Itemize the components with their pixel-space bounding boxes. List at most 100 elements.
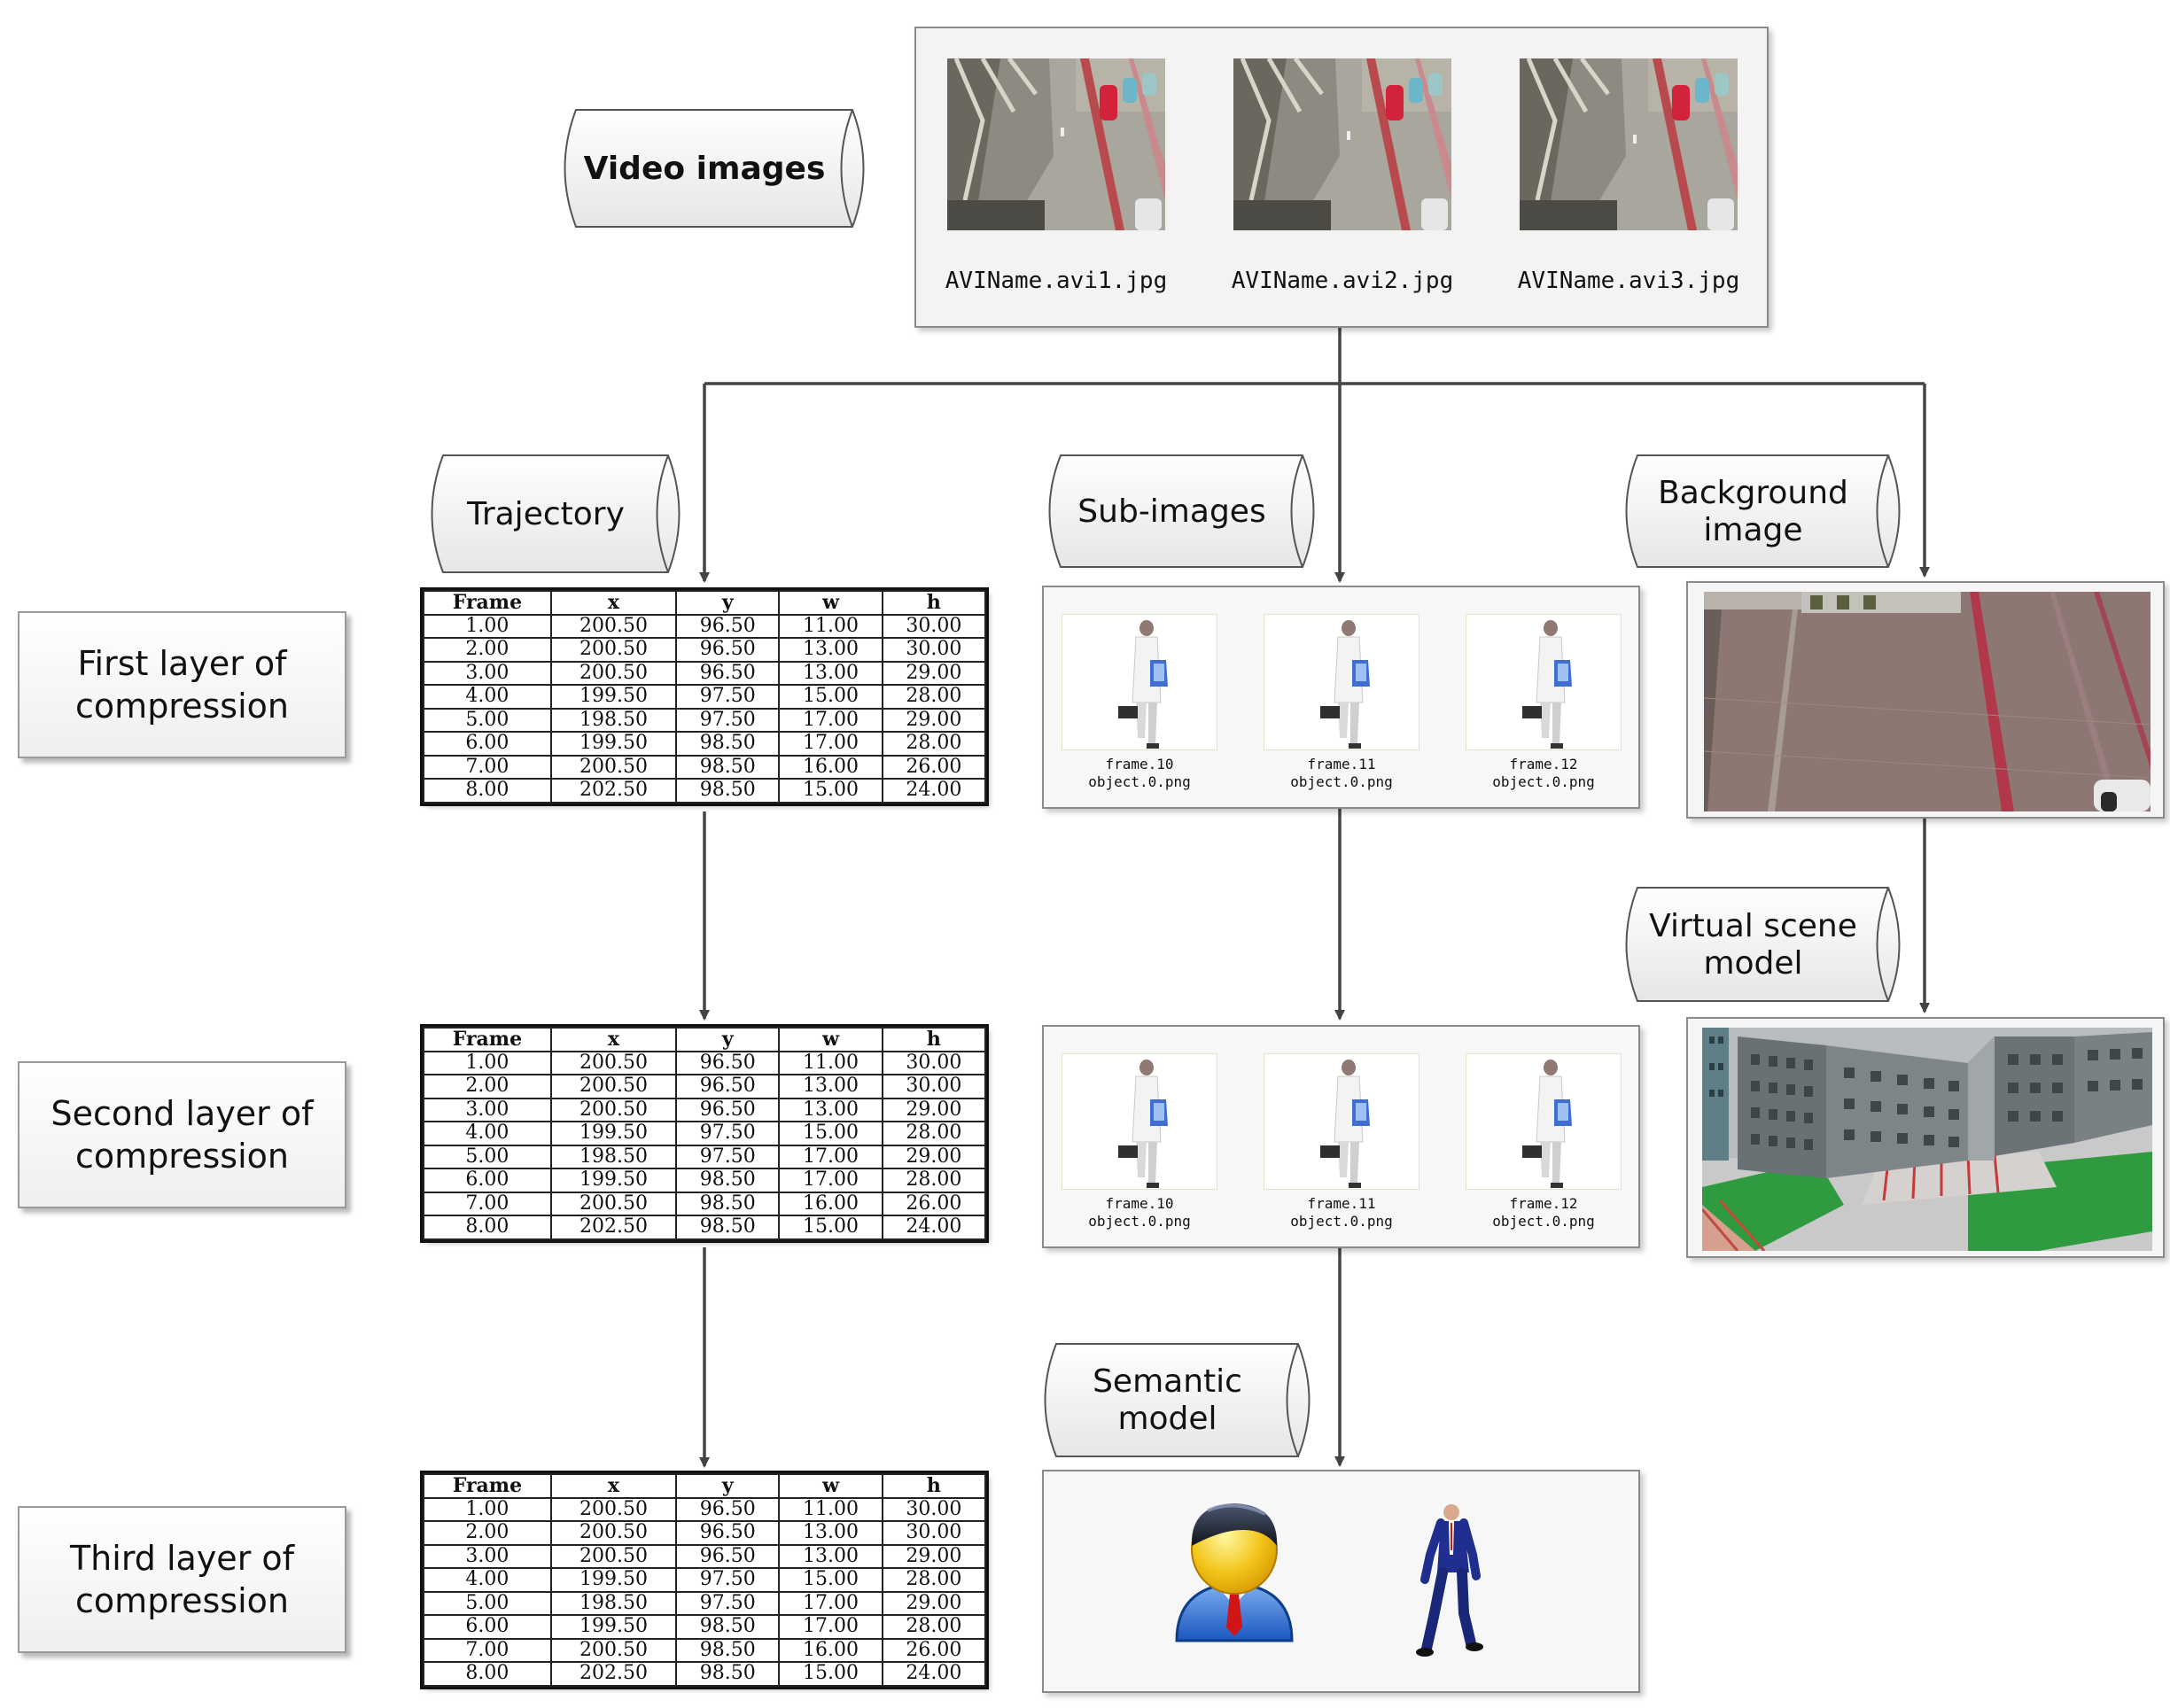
table-cell: 199.50 xyxy=(549,1567,678,1593)
table-cell: 13.00 xyxy=(778,660,883,686)
column-header: x xyxy=(549,1473,678,1499)
table-cell: 200.50 xyxy=(549,1050,678,1075)
table-cell: 15.00 xyxy=(778,1215,883,1240)
table-cell: 198.50 xyxy=(549,707,678,733)
virtual-scene-model-cylinder: Virtual scene model xyxy=(1618,886,1913,1004)
column-header: w xyxy=(778,590,883,616)
third-layer-box: Third layer of compression xyxy=(18,1506,346,1653)
table-cell: 28.00 xyxy=(881,731,987,757)
table-cell: 24.00 xyxy=(881,778,987,804)
trajectory-cylinder: Trajectory xyxy=(424,454,693,575)
sub-image-label: object.0.png xyxy=(1088,773,1191,790)
table-cell: 28.00 xyxy=(881,1614,987,1640)
table-cell: 6.00 xyxy=(423,1614,552,1640)
table-cell: 97.50 xyxy=(675,684,781,710)
table-cell: 24.00 xyxy=(881,1215,987,1240)
table-cell: 17.00 xyxy=(778,731,883,757)
table-cell: 200.50 xyxy=(549,1543,678,1569)
video-frame-3-label: AVIName.avi3.jpg xyxy=(1517,268,1740,294)
table-cell: 29.00 xyxy=(881,1097,987,1122)
table-cell: 2.00 xyxy=(423,1520,552,1546)
table-cell: 17.00 xyxy=(778,1614,883,1640)
table-cell: 7.00 xyxy=(423,1637,552,1663)
table-cell: 200.50 xyxy=(549,660,678,686)
column-header: h xyxy=(881,1027,987,1052)
table-cell: 202.50 xyxy=(549,778,678,804)
column-header: Frame xyxy=(423,590,552,616)
column-header: x xyxy=(549,590,678,616)
table-cell: 96.50 xyxy=(675,660,781,686)
table-cell: 2.00 xyxy=(423,1074,552,1099)
sub-image-label: frame.10 xyxy=(1105,1195,1174,1212)
table-cell: 7.00 xyxy=(423,1191,552,1216)
sub-image-label: frame.12 xyxy=(1509,1195,1578,1212)
table-cell: 199.50 xyxy=(549,684,678,710)
table-cell: 4.00 xyxy=(423,684,552,710)
table-cell: 8.00 xyxy=(423,1215,552,1240)
table-cell: 5.00 xyxy=(423,1590,552,1616)
walking-person-cutout-image xyxy=(1264,614,1419,750)
background-image-cylinder: Background image xyxy=(1618,454,1913,570)
table-cell: 8.00 xyxy=(423,1661,552,1687)
table-cell: 200.50 xyxy=(549,1520,678,1546)
table-cell: 98.50 xyxy=(675,778,781,804)
sub-images-label: Sub-images xyxy=(1077,493,1266,530)
street-camera-frame-image xyxy=(1520,57,1738,230)
user-avatar-icon xyxy=(1175,1503,1294,1642)
table-cell: 98.50 xyxy=(675,1215,781,1240)
column-header: x xyxy=(549,1027,678,1052)
table-cell: 200.50 xyxy=(549,754,678,780)
table-cell: 15.00 xyxy=(778,1121,883,1146)
table-cell: 15.00 xyxy=(778,1661,883,1687)
table-cell: 200.50 xyxy=(549,1191,678,1216)
table-cell: 96.50 xyxy=(675,613,781,639)
sub-image-thumbnail xyxy=(1062,614,1217,754)
table-cell: 202.50 xyxy=(549,1215,678,1240)
sub-image-thumbnail xyxy=(1062,1053,1217,1193)
table-cell: 98.50 xyxy=(675,1637,781,1663)
table-cell: 17.00 xyxy=(778,1144,883,1169)
table-cell: 198.50 xyxy=(549,1144,678,1169)
table-cell: 16.00 xyxy=(778,1191,883,1216)
3d-building-model-image xyxy=(1702,1028,2152,1251)
first-layer-box: First layer of compression xyxy=(18,611,346,758)
table-cell: 26.00 xyxy=(881,1191,987,1216)
table-cell: 96.50 xyxy=(675,637,781,663)
sub-image-thumbnail xyxy=(1264,1053,1419,1193)
table-cell: 13.00 xyxy=(778,1543,883,1569)
table-cell: 96.50 xyxy=(675,1050,781,1075)
table-cell: 199.50 xyxy=(549,731,678,757)
table-cell: 7.00 xyxy=(423,754,552,780)
table-cell: 4.00 xyxy=(423,1567,552,1593)
table-cell: 2.00 xyxy=(423,637,552,663)
walking-person-cutout-image xyxy=(1264,1053,1419,1190)
table-cell: 199.50 xyxy=(549,1614,678,1640)
sub-image-label: object.0.png xyxy=(1290,1213,1393,1230)
table-cell: 30.00 xyxy=(881,1520,987,1546)
table-cell: 13.00 xyxy=(778,1097,883,1122)
background-image-label: Background image xyxy=(1658,474,1848,548)
table-cell: 1.00 xyxy=(423,613,552,639)
table-cell: 98.50 xyxy=(675,1661,781,1687)
semantic-model-label: Semantic model xyxy=(1093,1363,1242,1437)
table-cell: 200.50 xyxy=(549,637,678,663)
